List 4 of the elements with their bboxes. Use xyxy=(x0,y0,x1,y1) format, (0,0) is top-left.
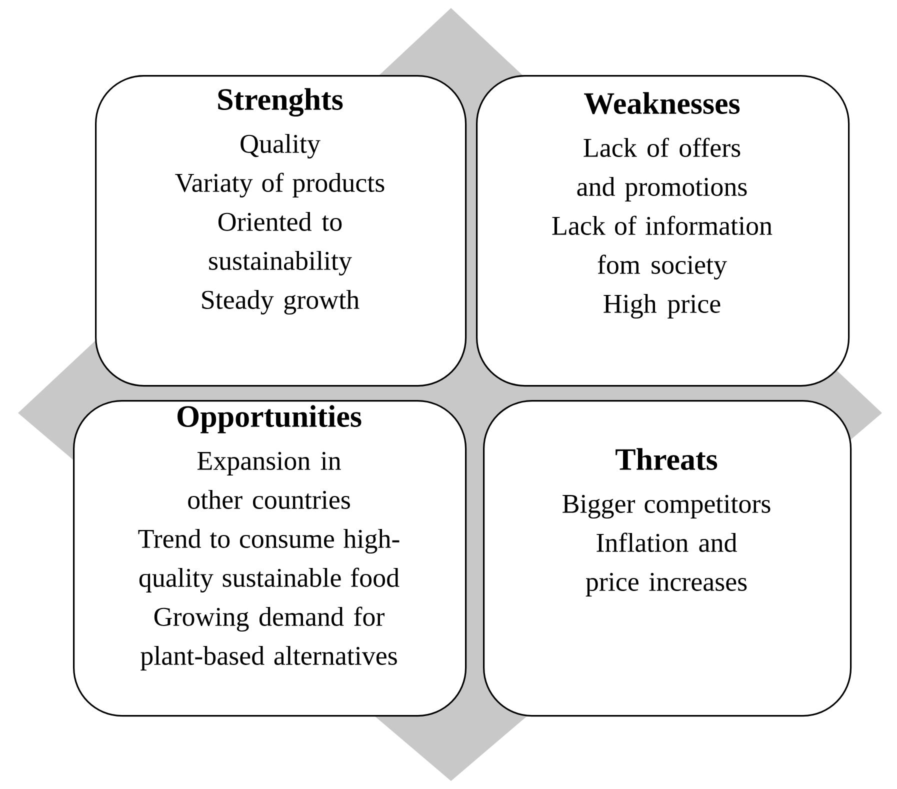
quadrant-box: Threats Bigger competitors Inflation and price increases xyxy=(483,400,852,717)
quadrant-box: Strenghts Quality Variaty of products Oriented to sustainability Steady growth xyxy=(95,74,467,387)
quadrant-box: Opportunities Expansion in other countries Trend to consume high-quality sustainable food Growing demand for plant-based alternatives xyxy=(73,400,467,717)
quadrant-box: Weaknesses Lack of offers and promotions Lack of information fom society High price xyxy=(476,74,850,387)
